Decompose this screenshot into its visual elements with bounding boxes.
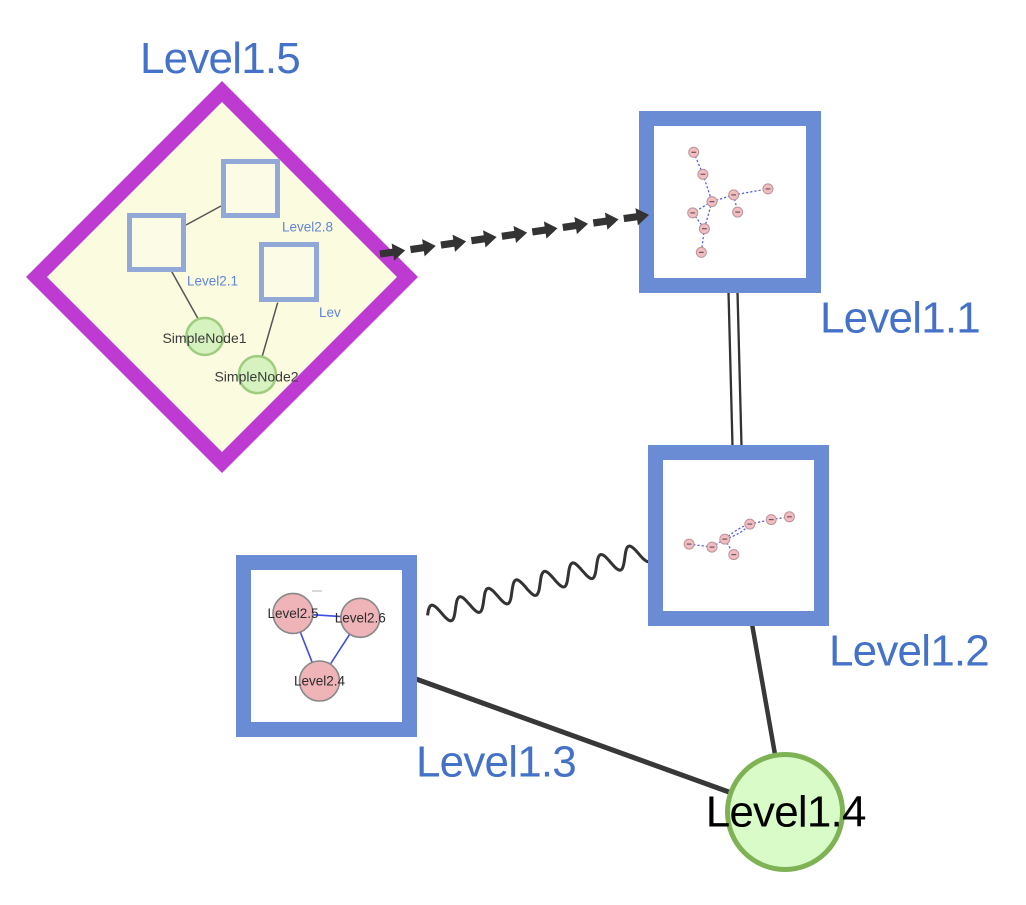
svg-text:SimpleNode1: SimpleNode1	[162, 330, 246, 346]
svg-text:Level2.1: Level2.1	[187, 274, 238, 289]
svg-text:Level1.4: Level1.4	[706, 788, 866, 837]
svg-text:Level2.5: Level2.5	[267, 606, 318, 621]
svg-text:SimpleNode2: SimpleNode2	[214, 369, 298, 385]
svg-text:Level1.5: Level1.5	[140, 34, 300, 83]
svg-text:Level2.6: Level2.6	[335, 611, 386, 626]
svg-text:Level1.1: Level1.1	[820, 294, 980, 343]
svg-text:Level2.4: Level2.4	[294, 674, 346, 689]
svg-text:Level1.2: Level1.2	[829, 627, 989, 676]
svg-text:Lev: Lev	[319, 305, 341, 320]
svg-text:Level1.3: Level1.3	[416, 738, 576, 787]
svg-text:Level2.8: Level2.8	[282, 220, 333, 235]
